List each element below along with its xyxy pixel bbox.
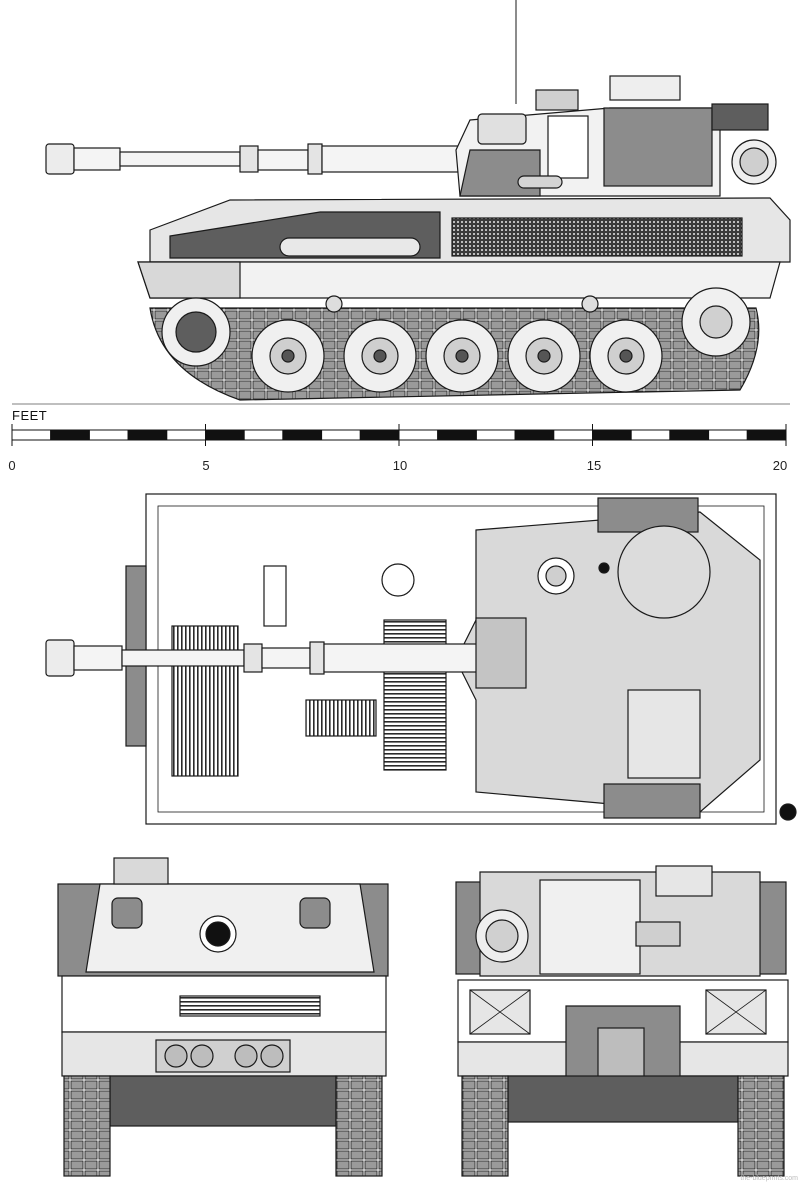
side-cylinder <box>279 237 421 257</box>
scale-segment <box>243 429 284 441</box>
smoke-launchers-right <box>299 897 331 929</box>
scale-segment <box>398 429 439 441</box>
scale-tick-label: 20 <box>772 458 788 473</box>
rear-view <box>455 865 789 1177</box>
mantlet-top <box>475 617 527 689</box>
scale-unit-label: FEET <box>12 408 48 423</box>
smoke-launchers-left <box>111 897 143 929</box>
scale-segment <box>205 429 245 441</box>
scale-segment <box>282 429 323 441</box>
scale-segment <box>359 429 400 441</box>
gun-barrel <box>45 143 463 175</box>
scale-segment <box>553 429 593 441</box>
scale-tick-label: 5 <box>202 458 210 473</box>
scale-segment <box>437 429 477 441</box>
scale-segment <box>88 429 129 441</box>
scale-segment <box>592 429 632 441</box>
front-track-right <box>335 1075 383 1177</box>
gun-barrel-top <box>121 649 245 667</box>
scale-segment <box>321 429 361 441</box>
watermark-credit: the-blueprints.com <box>740 1175 798 1182</box>
scale-tick-label: 0 <box>8 458 16 473</box>
front-belly <box>109 1075 337 1127</box>
scale-tick-label: 10 <box>392 458 408 473</box>
scale-segment <box>11 429 52 441</box>
road-wheels <box>251 319 663 393</box>
side-view <box>45 0 791 401</box>
scale-segment <box>746 429 787 441</box>
muzzle-brake-top <box>45 639 75 677</box>
front-track-left <box>63 1075 111 1177</box>
scale-segment <box>708 429 748 441</box>
scale-segment <box>475 429 516 441</box>
scale-segment <box>166 429 207 441</box>
scale-tick-label: 15 <box>586 458 602 473</box>
commander-hatch <box>617 525 711 619</box>
return-roller <box>581 295 599 313</box>
rear-belly <box>507 1075 739 1123</box>
rear-track-left <box>461 1075 509 1177</box>
scale-segment <box>127 429 168 441</box>
rear-track-right <box>737 1075 785 1177</box>
deck-grill <box>305 699 377 737</box>
front-view <box>57 857 389 1177</box>
scale-segment <box>669 429 710 441</box>
engine-mesh <box>451 217 743 257</box>
front-grill <box>171 625 239 777</box>
turret-stowage-bottom <box>603 783 701 819</box>
scale-segment <box>50 429 90 441</box>
return-roller <box>325 295 343 313</box>
corner-marker <box>779 803 797 821</box>
scale-segment <box>630 429 671 441</box>
engine-grill-top <box>383 619 447 771</box>
loader-hatch <box>627 689 701 779</box>
scale-segment <box>514 429 555 441</box>
turret-side <box>455 75 777 197</box>
top-view <box>45 493 797 825</box>
scale-bar <box>11 424 787 446</box>
hatch-circle <box>381 563 415 597</box>
turret-stowage-top <box>597 497 699 533</box>
